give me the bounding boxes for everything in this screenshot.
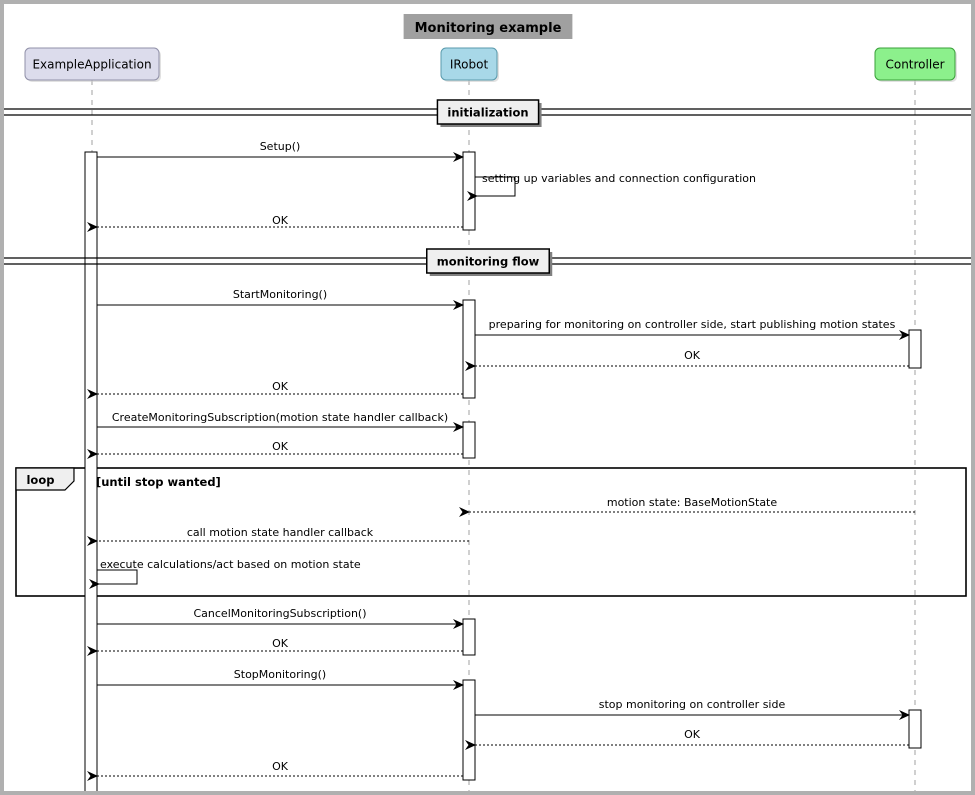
message-label: stop monitoring on controller side — [599, 698, 786, 711]
message-label: execute calculations/act based on motion… — [100, 558, 361, 571]
message-label: call motion state handler callback — [187, 526, 374, 539]
activation-bar-irobot — [462, 299, 476, 399]
participant-irobot[interactable]: IRobot — [440, 47, 499, 82]
activations-group — [84, 151, 922, 791]
fragments-group: loop [until stop wanted] — [15, 467, 967, 597]
activation-bar-irobot — [462, 618, 476, 656]
lifelines-group — [91, 80, 916, 791]
participant-label: Controller — [885, 58, 944, 72]
activation-bar-controller — [908, 709, 922, 749]
activation-bar-irobot — [462, 421, 476, 459]
diagram-title-group: Monitoring example — [403, 14, 573, 39]
message-m6: OK — [465, 349, 909, 371]
message-label: CancelMonitoringSubscription() — [193, 607, 366, 620]
participant-app[interactable]: ExampleApplication — [24, 47, 161, 82]
message-label: CreateMonitoringSubscription(motion stat… — [112, 411, 448, 424]
message-m12: execute calculations/act based on motion… — [89, 558, 361, 589]
message-self-arrow — [467, 176, 516, 201]
participants-group: ExampleApplication IRobot Controller — [24, 47, 957, 82]
message-label: motion state: BaseMotionState — [607, 496, 778, 509]
message-m5: preparing for monitoring on controller s… — [475, 318, 910, 340]
participant-label: ExampleApplication — [32, 58, 151, 72]
message-m16: stop monitoring on controller side — [475, 698, 910, 720]
message-label: OK — [272, 637, 289, 650]
message-label: OK — [684, 728, 701, 741]
divider-box — [436, 99, 540, 125]
message-m8: CreateMonitoringSubscription(motion stat… — [97, 411, 464, 432]
message-m10: motion state: BaseMotionState — [459, 496, 915, 517]
divider-label: monitoring flow — [437, 255, 540, 269]
message-m3: OK — [87, 214, 463, 232]
fragment-frame — [15, 467, 967, 597]
activation-bar-irobot — [462, 679, 476, 781]
participant-controller[interactable]: Controller — [874, 47, 957, 82]
message-label: StopMonitoring() — [234, 668, 326, 681]
message-label: OK — [272, 440, 289, 453]
divider-box — [426, 248, 550, 274]
dividers-group: initialization monitoring flow — [4, 99, 971, 276]
message-label: OK — [272, 214, 289, 227]
message-label: OK — [684, 349, 701, 362]
diagram-title-text: Monitoring example — [415, 21, 562, 36]
diagram-title-background — [403, 14, 573, 39]
message-label: StartMonitoring() — [233, 288, 327, 301]
message-m1: Setup() — [97, 140, 464, 162]
fragment-guard-label: [until stop wanted] — [96, 475, 221, 489]
message-m18: OK — [87, 760, 463, 781]
activation-bar-app — [84, 151, 98, 791]
message-label: OK — [272, 380, 289, 393]
activation-bar-irobot — [462, 151, 476, 231]
message-m4: StartMonitoring() — [97, 288, 464, 310]
message-m7: OK — [87, 380, 463, 399]
message-label: Setup() — [260, 140, 301, 153]
section-divider-1: monitoring flow — [4, 248, 971, 276]
participant-label: IRobot — [450, 58, 489, 72]
message-label: setting up variables and connection conf… — [482, 172, 756, 185]
fragment-operator-label: loop — [26, 473, 54, 487]
message-m14: OK — [87, 637, 463, 656]
message-m13: CancelMonitoringSubscription() — [97, 607, 464, 629]
message-m15: StopMonitoring() — [97, 668, 464, 690]
message-m17: OK — [465, 728, 909, 750]
message-m11: call motion state handler callback — [87, 526, 469, 546]
section-divider-0: initialization — [4, 99, 971, 127]
participant-box — [24, 47, 160, 81]
participant-box — [874, 47, 956, 81]
divider-label: initialization — [447, 106, 528, 120]
activation-bar-controller — [908, 329, 922, 369]
message-label: preparing for monitoring on controller s… — [489, 318, 896, 331]
message-m2: setting up variables and connection conf… — [467, 172, 756, 201]
participant-box — [440, 47, 498, 81]
message-m9: OK — [87, 440, 463, 459]
message-self-arrow — [89, 569, 138, 589]
messages-group: Setup() setting up variables and connecti… — [87, 140, 915, 781]
fragment-loop: loop [until stop wanted] — [15, 467, 967, 597]
fragment-label-tab — [15, 467, 75, 491]
message-label: OK — [272, 760, 289, 773]
sequence-diagram-svg: Monitoring example loop [until stop wante… — [4, 14, 971, 791]
